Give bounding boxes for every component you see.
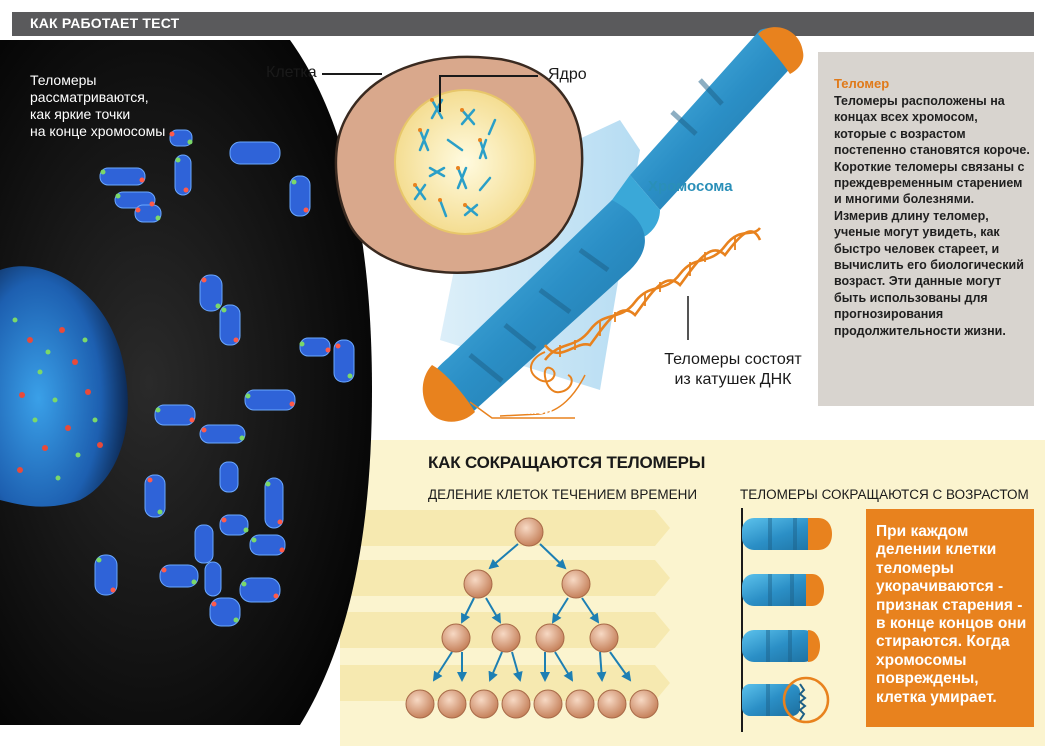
header-title: КАК РАБОТАЕТ ТЕСТ (30, 15, 180, 31)
nucleus-dots (12, 317, 103, 481)
cell-label: Клетка (266, 64, 317, 81)
info-box (818, 52, 1034, 406)
telomer-pointer (469, 401, 575, 419)
nucleus-pointer (439, 75, 538, 112)
shortening-title: КАК СОКРАЩАЮТСЯ ТЕЛОМЕРЫ (428, 453, 706, 472)
big-chromosome (422, 27, 804, 422)
header-bar (12, 12, 1034, 36)
info-title: Теломер (834, 76, 890, 91)
glowing-nucleus (0, 266, 128, 507)
info-body: Теломеры расположены на концах всех хром… (834, 94, 1030, 338)
division-cells (405, 517, 659, 719)
division-title: ДЕЛЕНИЕ КЛЕТОК ТЕЧЕНИЕМ ВРЕМЕНИ (428, 487, 698, 502)
explanation-box (866, 509, 1034, 727)
telomer-label: Теломер (497, 402, 553, 417)
chromosome-label: Хромосома (648, 178, 733, 195)
shortening-chromosomes (742, 518, 832, 724)
cell-diagram (322, 55, 584, 274)
nucleus-label: Ядро (548, 66, 587, 83)
explanation-text: При каждом делении клетки теломеры укора… (876, 523, 1027, 706)
aging-title: ТЕЛОМЕРЫ СОКРАЩАЮТСЯ С ВОЗРАСТОМ (740, 487, 1029, 502)
telomere-dots (96, 131, 353, 623)
microscope-view (0, 40, 372, 725)
microscope-caption: Теломеры рассматриваются, как яркие точк… (30, 72, 166, 139)
dna-helix (499, 227, 762, 417)
dna-caption: Теломеры состоят из катушек ДНК (664, 351, 802, 388)
division-tree (432, 543, 632, 682)
microscope-chromosomes (94, 129, 355, 627)
